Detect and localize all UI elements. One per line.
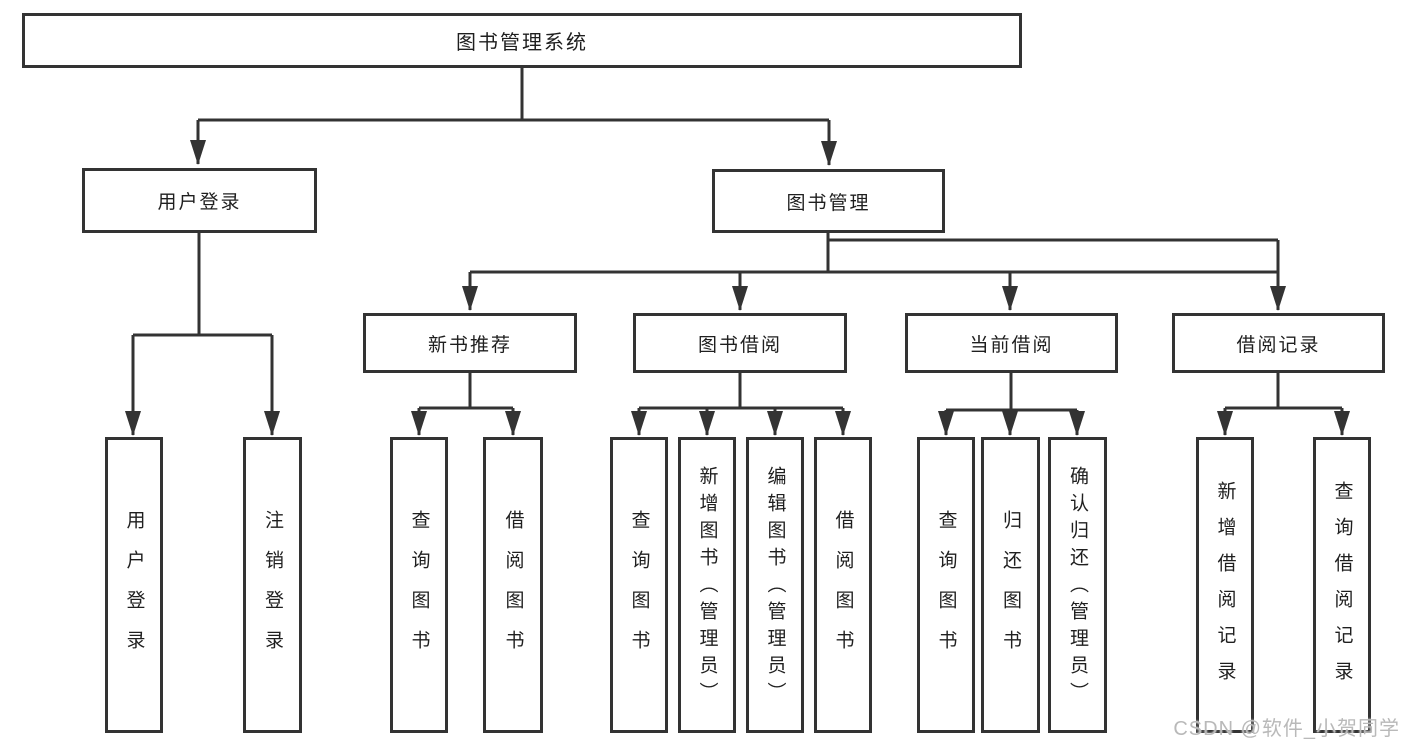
node-book-borrow-label: 图书借阅 — [697, 334, 782, 356]
node-user-login: 用户登录 — [82, 168, 317, 233]
node-new-book-recommend: 新书推荐 — [363, 313, 577, 373]
leaf-query-books-borrow: 查询图书 — [610, 437, 668, 733]
node-borrow-records: 借阅记录 — [1172, 313, 1385, 373]
leaf-query-books-current: 查询图书 — [917, 437, 975, 733]
leaf-borrow-books-recommend: 借阅图书 — [483, 437, 543, 733]
node-current-borrow-label: 当前借阅 — [969, 334, 1054, 356]
node-book-borrow: 图书借阅 — [633, 313, 847, 373]
leaf-query-borrow-record: 查询借阅记录 — [1313, 437, 1371, 733]
node-library-system-label: 图书管理系统 — [456, 32, 588, 54]
node-current-borrow: 当前借阅 — [905, 313, 1118, 373]
node-book-management: 图书管理 — [712, 169, 945, 233]
node-book-management-label: 图书管理 — [786, 192, 871, 214]
leaf-logout: 注销登录 — [243, 437, 302, 733]
leaf-add-books-admin: 新增图书（管理员） — [678, 437, 736, 733]
node-user-login-label: 用户登录 — [157, 192, 242, 213]
leaf-borrow-books: 借阅图书 — [814, 437, 872, 733]
node-new-book-recommend-label: 新书推荐 — [427, 334, 512, 356]
leaf-edit-books-admin: 编辑图书（管理员） — [746, 437, 804, 733]
csdn-watermark: CSDN @软件_小贺同学 — [1173, 718, 1400, 740]
leaf-user-login: 用户登录 — [105, 437, 163, 733]
leaf-query-books-recommend: 查询图书 — [390, 437, 448, 733]
leaf-return-books: 归还图书 — [981, 437, 1040, 733]
node-library-system: 图书管理系统 — [22, 13, 1022, 68]
node-borrow-records-label: 借阅记录 — [1236, 334, 1321, 356]
leaf-confirm-return-admin: 确认归还（管理员） — [1048, 437, 1107, 733]
leaf-add-borrow-record: 新增借阅记录 — [1196, 437, 1254, 733]
